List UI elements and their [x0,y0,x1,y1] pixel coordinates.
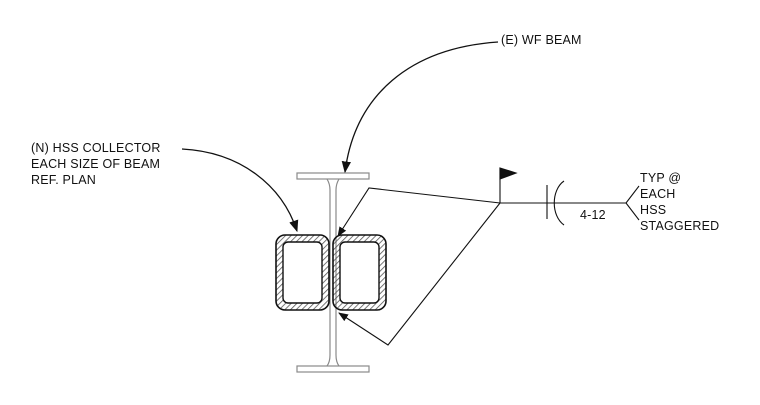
hss-collector-label-line3: REF. PLAN [31,173,97,187]
wf-beam-leader [341,41,499,174]
hss-collector-label-line2: EACH SIZE OF BEAM [31,157,161,171]
hss-collector-leader [181,148,299,233]
wf-beam-label: (E) WF BEAM [501,33,582,47]
weld-arrow-upper [337,187,501,237]
weld-symbol [337,167,640,346]
wf-beam-top-flange [296,172,370,180]
weld-arrow-lower [338,202,501,346]
weld-note-line2: EACH [640,187,676,201]
weld-size-label: 4-12 [580,208,606,222]
field-weld-flag-icon [499,167,518,180]
wf-beam-web-left [326,178,331,367]
weld-note-line3: HSS [640,203,667,217]
weld-note-line4: STAGGERED [640,219,720,233]
weld-tail [625,185,640,221]
wf-beam-bottom-flange [296,365,370,373]
hss-tube-left [275,234,330,311]
weld-symbol-arc-mark [553,180,565,226]
hss-collector-label-line1: (N) HSS COLLECTOR [31,141,161,155]
hss-tube-right [332,234,387,311]
weld-note-line1: TYP @ [640,171,682,185]
